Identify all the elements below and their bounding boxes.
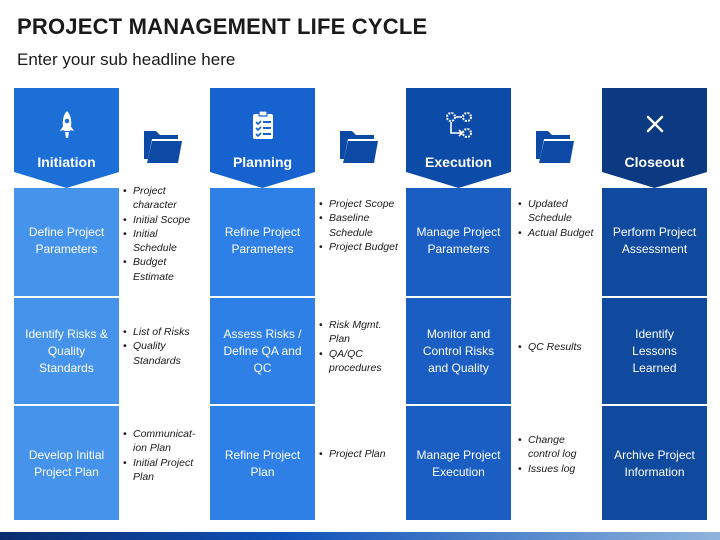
step-box: Define Project Parameters: [14, 188, 119, 294]
output-item: Change control log: [518, 433, 598, 462]
step-box: Manage Project Parameters: [406, 188, 511, 294]
close-icon: [602, 110, 707, 140]
step-label: Manage Project Parameters: [416, 225, 501, 256]
output-list: Project Scope Baseline Schedule Project …: [319, 197, 399, 254]
step-box: Monitor and Control Risks and Quality: [406, 296, 511, 404]
phase-label: Execution: [425, 154, 492, 170]
phase-steps: Define Project Parameters Identify Risks…: [14, 188, 119, 520]
step-box: Identify Lessons Learned: [602, 296, 707, 404]
output-item: Initial Scope: [123, 213, 201, 228]
process-icon: [406, 110, 511, 140]
output-item: List of Risks: [123, 325, 201, 340]
step-box: Refine Project Parameters: [210, 188, 315, 294]
step-box: Assess Risks / Define QA and QC: [210, 296, 315, 404]
phase-label: Planning: [232, 154, 293, 170]
output-list: Communicat-ion Plan Initial Project Plan: [123, 427, 203, 484]
folder-icon: [140, 127, 186, 167]
folder-icon: [532, 127, 578, 167]
step-label: Archive Project Information: [614, 448, 695, 479]
phase-header-planning: Planning: [210, 88, 315, 188]
phase-header-closeout: Closeout: [602, 88, 707, 188]
step-box: Refine Project Plan: [210, 404, 315, 522]
rocket-icon: [14, 110, 119, 140]
phase-header-initiation: Initiation: [14, 88, 119, 188]
output-item: Quality Standards: [123, 339, 201, 368]
step-label: Identify Lessons Learned: [632, 326, 677, 375]
step-box: Perform Project Assessment: [602, 188, 707, 294]
output-item: Project Budget: [319, 240, 399, 255]
output-item: QA/QC procedures: [319, 347, 399, 376]
step-box: Develop Initial Project Plan: [14, 404, 119, 522]
output-list: Change control log Issues log: [518, 433, 598, 476]
output-list: Project Plan: [319, 447, 399, 462]
phase-closeout: Closeout Perform Project Assessment Iden…: [602, 88, 707, 520]
bottom-accent-bar: [0, 532, 720, 540]
output-item: Communicat-ion Plan: [123, 427, 203, 456]
checklist-icon: [210, 110, 315, 140]
output-item: Initial Schedule: [123, 227, 201, 256]
output-item: Budget Estimate: [123, 255, 201, 284]
output-item: Project character: [123, 184, 201, 213]
output-list: Project character Initial Scope Initial …: [123, 184, 201, 284]
step-label: Develop Initial Project Plan: [28, 448, 105, 479]
folder-icon: [336, 127, 382, 167]
output-item: Risk Mgmt. Plan: [319, 318, 399, 347]
phase-steps: Perform Project Assessment Identify Less…: [602, 188, 707, 520]
output-item: Project Scope: [319, 197, 399, 212]
output-list: List of Risks Quality Standards: [123, 325, 201, 368]
phase-steps: Refine Project Parameters Assess Risks /…: [210, 188, 315, 520]
step-box: Archive Project Information: [602, 404, 707, 522]
output-item: Baseline Schedule: [319, 211, 399, 240]
output-list: QC Results: [518, 340, 598, 355]
step-label: Define Project Parameters: [28, 225, 105, 256]
phase-label: Initiation: [37, 154, 96, 170]
page-subtitle: Enter your sub headline here: [17, 50, 236, 69]
step-label: Assess Risks / Define QA and QC: [223, 326, 302, 375]
step-label: Manage Project Execution: [416, 448, 501, 479]
page-title: PROJECT MANAGEMENT LIFE CYCLE: [17, 14, 428, 39]
output-item: QC Results: [518, 340, 598, 355]
output-list: Risk Mgmt. Plan QA/QC procedures: [319, 318, 399, 375]
phase-header-execution: Execution: [406, 88, 511, 188]
step-label: Identify Risks & Quality Standards: [25, 326, 108, 375]
output-item: Actual Budget: [518, 226, 598, 241]
phase-initiation: Initiation Define Project Parameters Ide…: [14, 88, 119, 520]
step-label: Perform Project Assessment: [612, 225, 697, 256]
phase-execution: Execution Manage Project Parameters Moni…: [406, 88, 511, 520]
output-item: Project Plan: [319, 447, 399, 462]
phase-label: Closeout: [624, 154, 685, 170]
output-list: Updated Schedule Actual Budget: [518, 197, 598, 240]
output-item: Updated Schedule: [518, 197, 598, 226]
step-label: Refine Project Plan: [224, 448, 301, 479]
phase-planning: Planning Refine Project Parameters Asses…: [210, 88, 315, 520]
step-label: Monitor and Control Risks and Quality: [422, 326, 495, 375]
output-item: Issues log: [518, 462, 598, 477]
phase-steps: Manage Project Parameters Monitor and Co…: [406, 188, 511, 520]
step-label: Refine Project Parameters: [224, 225, 301, 256]
step-box: Manage Project Execution: [406, 404, 511, 522]
step-box: Identify Risks & Quality Standards: [14, 296, 119, 404]
output-item: Initial Project Plan: [123, 456, 203, 485]
